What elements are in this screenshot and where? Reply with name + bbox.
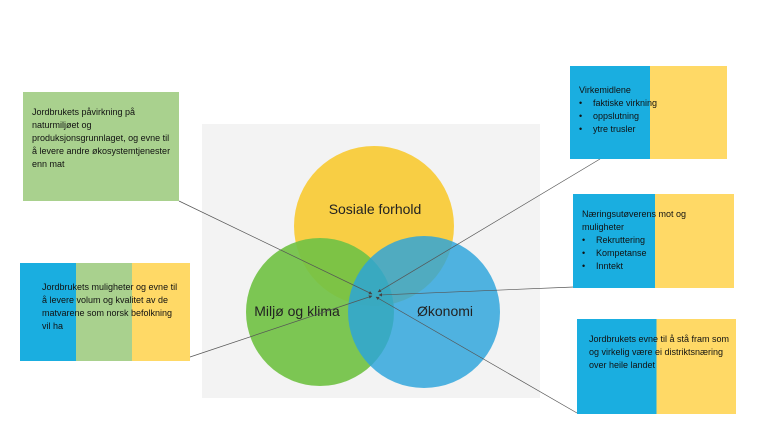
box-practitioners: Næringsutøverens mot og muligheter Rekru…: [573, 194, 734, 288]
box-practitioners-list: Rekruttering Kompetanse Inntekt: [582, 234, 728, 273]
box-instruments-title: Virkemidlene: [579, 85, 631, 95]
label-sosiale-forhold: Sosiale forhold: [329, 201, 422, 217]
arrow-environment: [178, 200, 373, 295]
box-instruments: Virkemidlene faktiske virkning oppslutni…: [570, 66, 727, 159]
box-food: Jordbrukets muligheter og evne til å lev…: [20, 263, 190, 361]
list-item: Kompetanse: [582, 247, 728, 260]
arrow-practitioners: [378, 286, 575, 297]
label-okonomi: Økonomi: [417, 303, 473, 319]
arrow-instruments: [377, 158, 601, 293]
connector-arrows: [178, 158, 601, 414]
box-instruments-list: faktiske virkning oppslutning ytre trusl…: [579, 97, 721, 136]
box-practitioners-title: Næringsutøverens mot og muligheter: [582, 209, 687, 233]
box-district: Jordbrukets evne til å stå fram som og v…: [577, 319, 736, 414]
box-food-text: Jordbrukets muligheter og evne til å lev…: [42, 282, 178, 332]
box-district-text: Jordbrukets evne til å stå fram som og v…: [589, 334, 730, 371]
circle-miljo-og-klima: [246, 238, 394, 386]
arrow-district: [375, 296, 578, 414]
box-environment-text: Jordbrukets påvirkning på naturmiljøet o…: [32, 107, 171, 170]
list-item: Inntekt: [582, 260, 728, 273]
circle-okonomi: [348, 236, 500, 388]
label-miljo-og-klima: Miljø og klima: [254, 303, 340, 319]
list-item: Rekruttering: [582, 234, 728, 247]
box-environment: Jordbrukets påvirkning på naturmiljøet o…: [23, 92, 179, 201]
list-item: ytre trusler: [579, 123, 721, 136]
list-item: faktiske virkning: [579, 97, 721, 110]
list-item: oppslutning: [579, 110, 721, 123]
arrow-food: [189, 295, 373, 358]
